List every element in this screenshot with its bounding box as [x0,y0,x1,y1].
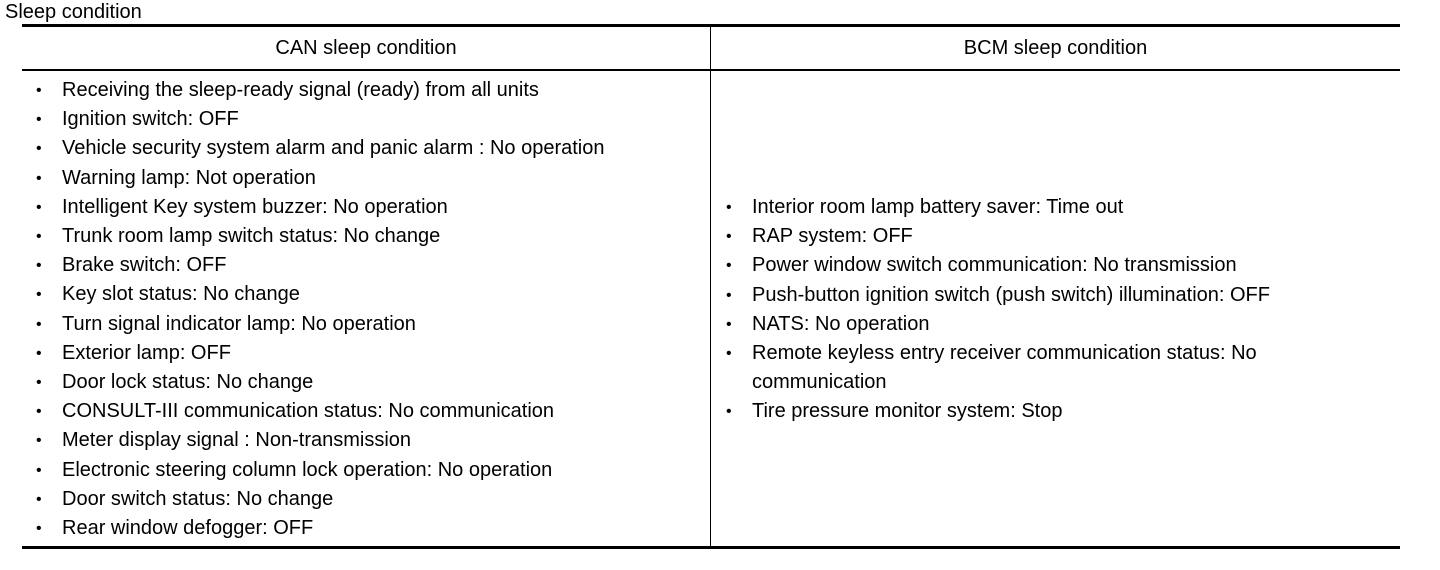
bcm-condition-item-text: Power window switch communication: No tr… [752,254,1237,277]
bcm-condition-item-text: Interior room lamp battery saver: Time o… [752,196,1124,218]
table-caption: Sleep condition [5,1,142,23]
bullet-icon: • [726,199,732,216]
bcm-condition-item: • Push-button ignition switch (push switc… [720,281,1390,310]
can-condition-item: • Exterior lamp: OFF [30,339,705,368]
can-condition-item-text: Door switch status: No change [62,487,334,510]
can-condition-item-text: Door lock status: No change [62,371,314,394]
bullet-icon: • [36,198,42,216]
bcm-condition-item: • Remote keyless entry receiver communica… [720,339,1390,397]
can-condition-item: • Trunk room lamp switch status: No chang… [30,222,705,251]
bcm-condition-item-text: Push-button ignition switch (push switch… [752,283,1270,306]
can-condition-item: • Electronic steering column lock operati… [30,456,705,485]
bcm-condition-item-text: RAP system: OFF [752,225,913,248]
can-condition-item: • Rear window defogger: OFF [30,514,705,543]
can-condition-item: • Door lock status: No change [30,368,705,397]
bullet-icon: • [36,461,42,479]
can-condition-item-text: Receiving the sleep-ready signal (ready)… [62,79,539,101]
can-condition-item: • Intelligent Key system buzzer: No opera… [30,193,705,222]
can-condition-item: • Receiving the sleep-ready signal (ready… [30,76,705,105]
can-condition-list: • Receiving the sleep-ready signal (ready… [30,76,705,543]
bullet-icon: • [36,315,42,333]
can-condition-item: • Brake switch: OFF [30,251,705,280]
bullet-icon: • [36,286,42,304]
can-condition-item: • Warning lamp: Not operation [30,164,705,193]
can-condition-item-text: CONSULT-III communication status: No com… [62,400,555,423]
can-condition-item-text: Trunk room lamp switch status: No change [62,225,441,248]
can-condition-item: • Meter display signal : Non-transmission [30,426,705,455]
bullet-icon: • [726,286,732,304]
can-condition-item-text: Brake switch: OFF [62,254,227,277]
bcm-condition-item-text: NATS: No operation [752,312,930,335]
bullet-icon: • [36,257,42,275]
bullet-icon: • [726,257,732,275]
bcm-condition-item: • Tire pressure monitor system: Stop [720,397,1390,426]
bullet-icon: • [36,111,42,129]
bcm-condition-list: • Interior room lamp battery saver: Time … [720,193,1390,427]
can-sleep-condition-cell: • Receiving the sleep-ready signal (ready… [30,76,705,543]
bcm-condition-item: • Power window switch communication: No t… [720,251,1390,280]
can-condition-item-text: Warning lamp: Not operation [62,166,316,189]
header-bcm-sleep-condition: BCM sleep condition [963,37,1148,59]
bullet-icon: • [36,490,42,508]
can-condition-item: • Key slot status: No change [30,280,705,309]
bullet-icon: • [726,315,732,333]
bcm-condition-item-text: Remote keyless entry receiver communicat… [752,342,1257,394]
bullet-icon: • [36,432,42,450]
bcm-condition-item: • RAP system: OFF [720,222,1390,251]
bullet-icon: • [36,228,42,246]
bullet-icon: • [36,520,42,538]
can-condition-item-text: Meter display signal : Non-transmission [62,429,412,452]
can-condition-item: • Vehicle security system alarm and panic… [30,134,705,163]
bullet-icon: • [726,403,732,421]
sleep-condition-table: CAN sleep condition BCM sleep condition … [22,24,1400,549]
bullet-icon: • [36,82,42,99]
bullet-icon: • [726,228,732,246]
bullet-icon: • [726,345,732,363]
column-divider [710,27,711,546]
can-condition-item: • Door switch status: No change [30,485,705,514]
can-condition-item-text: Intelligent Key system buzzer: No operat… [62,195,448,218]
can-condition-item: • Turn signal indicator lamp: No operatio… [30,310,705,339]
bcm-condition-item-text: Tire pressure monitor system: Stop [752,400,1063,423]
bcm-condition-item: • NATS: No operation [720,310,1390,339]
can-condition-item-text: Rear window defogger: OFF [62,517,314,540]
header-can-sleep-condition: CAN sleep condition [275,37,457,59]
bullet-icon: • [36,403,42,421]
bullet-icon: • [36,374,42,392]
can-condition-item: • CONSULT-III communication status: No co… [30,397,705,426]
bullet-icon: • [36,344,42,362]
can-condition-item-text: Exterior lamp: OFF [62,341,231,364]
table-header-row: CAN sleep condition BCM sleep condition [22,27,1400,71]
can-condition-item-text: Key slot status: No change [62,283,300,306]
can-condition-item-text: Ignition switch: OFF [62,108,239,131]
can-condition-item-text: Turn signal indicator lamp: No operation [62,312,416,335]
bcm-condition-item: • Interior room lamp battery saver: Time … [720,193,1390,222]
bullet-icon: • [36,169,42,187]
bullet-icon: • [36,140,42,158]
can-condition-item-text: Electronic steering column lock operatio… [62,458,553,481]
bcm-sleep-condition-cell: • Interior room lamp battery saver: Time … [720,193,1390,427]
can-condition-item: • Ignition switch: OFF [30,105,705,134]
can-condition-item-text: Vehicle security system alarm and panic … [62,137,605,160]
